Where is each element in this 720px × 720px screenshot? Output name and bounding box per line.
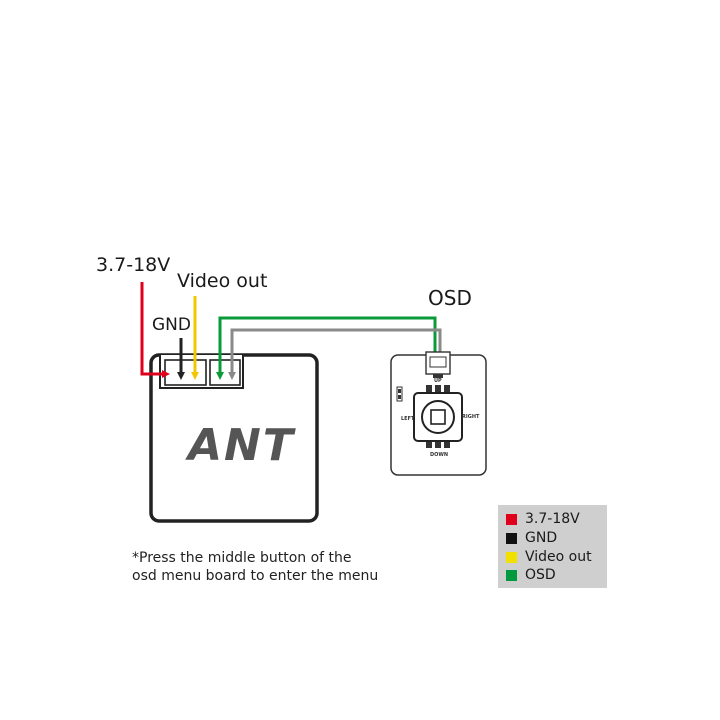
osd-board-connector-tab [433,374,443,378]
osd-wire-green [218,316,437,372]
osd-board-connector-slot [429,356,447,368]
video-wire-arrow [191,372,199,380]
note-line: *Press the middle button of the [132,550,352,566]
legend-swatch [506,532,517,544]
legend-item: Video out [506,548,592,566]
osd-up-label: UP [434,378,442,384]
legend-swatch [506,551,517,563]
gnd-label: GND [152,315,191,335]
osd-right-label: RIGHT [462,414,480,420]
osd-label: OSD [428,286,472,310]
legend-label: 3.7-18V [525,511,580,527]
osd-wire-gray-arrow [228,372,236,380]
joystick-pad-top [435,385,441,394]
legend-label: OSD [525,567,556,583]
osd-board-jumper [396,386,403,402]
video-out-label: Video out [177,270,268,292]
ant-logo: ANT [188,420,295,471]
power-gnd-connector [164,359,207,386]
legend-item: GND [506,529,557,547]
power-wire [140,282,163,376]
joystick-pad-bottom [426,439,432,448]
legend-item: OSD [506,566,556,584]
instruction-note: *Press the middle button of the osd menu… [132,549,378,585]
joystick-pad-top [444,385,450,394]
osd-down-label: DOWN [430,452,449,458]
joystick-pad-bottom [444,439,450,448]
legend-swatch [506,513,517,525]
note-line: osd menu board to enter the menu [132,568,379,584]
osd-board-jumper-pin [398,395,401,399]
osd-wire-gray [230,328,442,372]
joystick-center-button [430,409,446,425]
joystick-pad-bottom [435,439,441,448]
osd-left-label: LEFT [401,416,415,422]
legend-label: GND [525,530,558,546]
power-label: 3.7-18V [96,254,171,276]
legend-swatch [506,569,517,581]
legend-label: Video out [525,549,592,565]
legend: 3.7-18V GND Video out OSD [498,505,607,588]
legend-item: 3.7-18V [506,510,580,528]
osd-wire-green-arrow [216,372,224,380]
gnd-wire-arrow [177,372,185,380]
joystick-pad-top [426,385,432,394]
osd-board-jumper-pin [398,389,401,393]
power-wire-arrow [162,370,170,378]
